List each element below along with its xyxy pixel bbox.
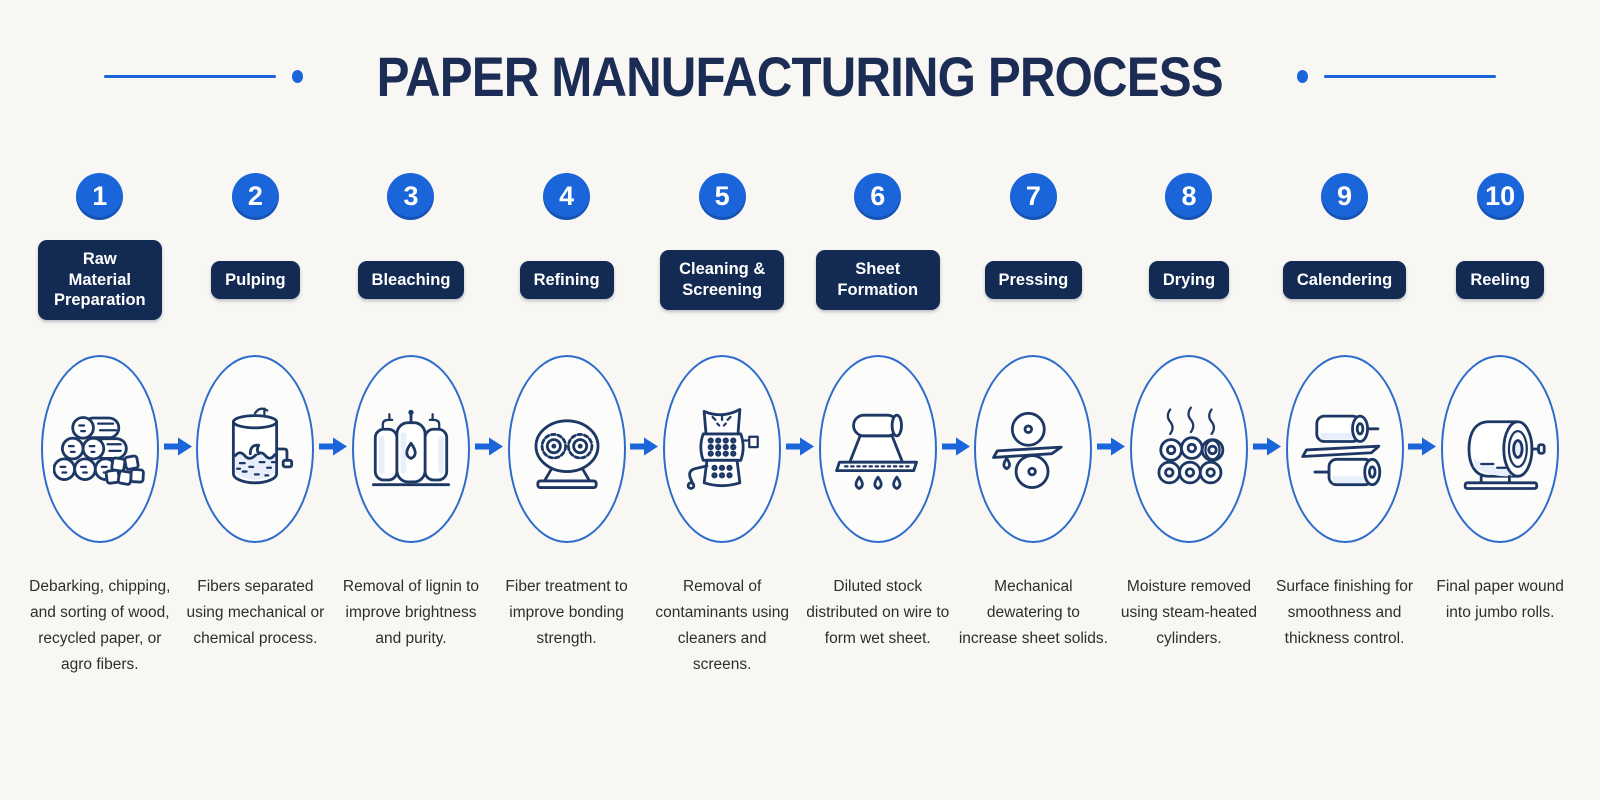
- step-icon-ellipse: [663, 354, 782, 543]
- step-label: Bleaching: [357, 260, 465, 300]
- wire-sheet-icon: [834, 413, 918, 490]
- step-number-badge: 8: [1165, 173, 1213, 220]
- logs-woodchips-icon: [52, 415, 145, 486]
- calender-rolls-icon: [1300, 414, 1381, 487]
- step-label: Refining: [519, 260, 614, 300]
- step-icon-ellipse: [1285, 354, 1404, 543]
- step-icon-ellipse: [818, 354, 937, 543]
- step-description: Surface finishing for smoothness and thi…: [1276, 577, 1414, 647]
- header: PAPER MANUFACTURING PROCESS: [0, 44, 1600, 109]
- jumbo-roll-icon: [1463, 420, 1546, 490]
- step-number-badge: 3: [387, 173, 435, 220]
- step-description: Removal of contaminants using cleaners a…: [655, 577, 789, 673]
- step-description: Fiber treatment to improve bonding stren…: [505, 577, 628, 647]
- step-icons-row: [22, 354, 1578, 544]
- title-decor-line-left: [104, 75, 277, 78]
- press-rolls-icon: [992, 411, 1063, 489]
- step-icon-ellipse: [351, 354, 470, 543]
- step-label: Raw Material Preparation: [37, 240, 162, 320]
- step-label: Sheet Formation: [815, 250, 940, 310]
- step-icon-ellipse: [1441, 354, 1560, 543]
- step-description: Removal of lignin to improve brightness …: [342, 577, 480, 647]
- refiner-discs-icon: [534, 419, 600, 489]
- step-icon-ellipse: [974, 354, 1093, 543]
- flow-arrow-icon: [163, 435, 193, 462]
- step-number-badge: 6: [854, 173, 902, 220]
- step-description: Debarking, chipping, and sorting of wood…: [29, 577, 171, 673]
- step-number-badge: 7: [1009, 173, 1057, 220]
- page-title: PAPER MANUFACTURING PROCESS: [376, 45, 1224, 108]
- step-icon-ellipse: [40, 354, 159, 543]
- step-icon-ellipse: [196, 354, 315, 543]
- step-numbers-row: 1 2 3 4 5 6 7 8 9 10: [22, 173, 1578, 220]
- step-descriptions-row: Debarking, chipping, and sorting of wood…: [22, 574, 1578, 678]
- step-labels-row: Raw Material Preparation Pulping Bleachi…: [22, 240, 1578, 320]
- step-icon-ellipse: [1129, 354, 1248, 543]
- step-description: Fibers separated using mechanical or che…: [186, 577, 325, 647]
- title-decor-dot-left: [292, 70, 304, 83]
- screen-drum-icon: [686, 407, 760, 490]
- flow-arrow-icon: [1252, 435, 1282, 462]
- step-icon-ellipse: [507, 354, 626, 543]
- step-label: Calendering: [1282, 260, 1407, 300]
- drying-cylinders-icon: [1157, 406, 1225, 485]
- step-number-badge: 10: [1476, 173, 1524, 220]
- step-description: Final paper wound into jumbo rolls.: [1436, 577, 1564, 621]
- step-description: Moisture removed using steam-heated cyli…: [1120, 577, 1258, 647]
- step-label: Cleaning & Screening: [660, 250, 785, 310]
- step-number-badge: 1: [76, 173, 124, 220]
- step-label: Drying: [1148, 260, 1230, 300]
- step-description: Mechanical dewatering to increase sheet …: [958, 577, 1108, 647]
- flow-arrow-icon: [785, 435, 815, 462]
- flow-arrow-icon: [629, 435, 659, 462]
- step-label: Pulping: [211, 260, 300, 300]
- flow-arrow-icon: [474, 435, 504, 462]
- step-description: Diluted stock distributed on wire to for…: [806, 577, 950, 647]
- pulper-tank-icon: [232, 407, 294, 485]
- step-number-badge: 2: [231, 173, 279, 220]
- title-decor-dot-right: [1296, 70, 1308, 83]
- step-number-badge: 9: [1321, 173, 1369, 220]
- flow-arrow-icon: [1096, 435, 1126, 462]
- step-label: Pressing: [984, 260, 1083, 300]
- step-number-badge: 5: [698, 173, 746, 220]
- flow-arrow-icon: [941, 435, 971, 462]
- step-label: Reeling: [1456, 260, 1544, 300]
- flow-arrow-icon: [318, 435, 348, 462]
- process-flow: 1 2 3 4 5 6 7 8 9 10 Raw Material Prepar…: [0, 173, 1600, 678]
- flow-arrow-icon: [1407, 435, 1437, 462]
- step-number-badge: 4: [543, 173, 591, 220]
- title-decor-line-right: [1323, 75, 1496, 78]
- bleaching-tanks-icon: [371, 409, 450, 487]
